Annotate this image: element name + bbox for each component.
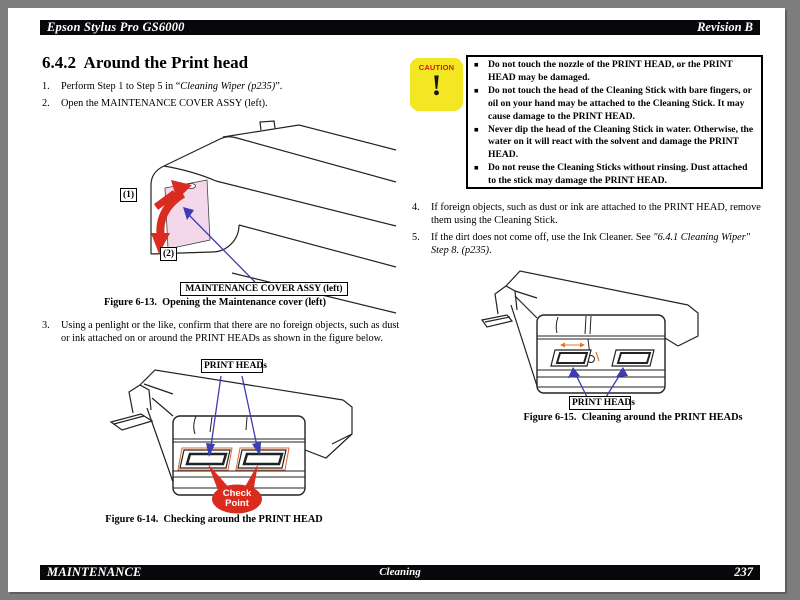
caution-item: ■ Do not touch the head of the Cleaning … xyxy=(474,84,755,122)
step-text: Perform Step 1 to Step 5 in “Cleaning Wi… xyxy=(61,81,283,92)
page-footer-bar: MAINTENANCE Cleaning 237 xyxy=(40,565,760,580)
footer-section: MAINTENANCE xyxy=(47,565,142,579)
step-number: 4. xyxy=(412,202,420,213)
caution-item: ■ Do not reuse the Cleaning Sticks witho… xyxy=(474,162,750,187)
step-number: 5. xyxy=(412,232,420,243)
fig14-caption: Figure 6-14. Checking around the PRINT H… xyxy=(105,514,323,525)
fig13-cover-callout: MAINTENANCE COVER ASSY (left) xyxy=(180,282,348,296)
step-3: 3. Using a penlight or the like, confirm… xyxy=(42,319,400,345)
fig13-label-1: (1) xyxy=(120,188,138,202)
callout-arrows-blue xyxy=(568,367,628,398)
cleaning-motion-marks xyxy=(560,342,600,362)
printer-outline xyxy=(109,369,353,483)
header-revision: Revision B xyxy=(697,20,753,34)
printer-outline xyxy=(150,120,397,314)
print-heads xyxy=(177,447,290,471)
step-text: If foreign objects, such as dust or ink … xyxy=(431,202,764,226)
square-bullet-icon: ■ xyxy=(474,163,479,173)
fig14-drawing xyxy=(109,369,353,514)
page-header-bar: Epson Stylus Pro GS6000 Revision B xyxy=(40,20,760,35)
magnified-panel xyxy=(536,314,666,394)
fig13-caption: Figure 6-13. Opening the Maintenance cov… xyxy=(103,297,327,308)
footer-page-number: 237 xyxy=(734,565,753,579)
footer-subsection: Cleaning xyxy=(379,566,421,578)
open-direction-red-arrows xyxy=(151,180,192,254)
fig14-printheads-callout: PRINT HEADs xyxy=(201,359,267,373)
square-bullet-icon: ■ xyxy=(474,124,479,134)
step-2: 2. Open the MAINTENANCE COVER ASSY (left… xyxy=(42,97,400,110)
fig13-label-2: (2) xyxy=(160,247,178,261)
caution-item: ■ Do not touch the nozzle of the PRINT H… xyxy=(474,59,736,83)
callout-arrow-blue xyxy=(183,207,256,283)
step-number: 3. xyxy=(42,320,50,331)
manual-page: Epson Stylus Pro GS6000 Revision B 6.4.2… xyxy=(8,8,785,592)
figure-6-15: PRINT HEADs xyxy=(470,258,775,410)
step-text: If the dirt does not come off, use the I… xyxy=(431,232,753,256)
caution-label: CAUTION xyxy=(418,63,455,72)
fig13-drawing xyxy=(150,120,397,314)
callout-arrows-blue xyxy=(206,375,261,457)
panel-detail-lines xyxy=(537,315,665,388)
printer-outline xyxy=(480,270,699,387)
step-number: 2. xyxy=(42,98,50,109)
section-title: 6.4.2 Around the Print head xyxy=(42,53,249,72)
check-point-text: Check Point xyxy=(222,488,252,509)
step-4: 4. If foreign objects, such as dust or i… xyxy=(412,201,770,227)
caution-box: ■ Do not touch the nozzle of the PRINT H… xyxy=(466,55,763,189)
figure-6-13: (1) (2) MAINTENANCE COVER ASSY (left) xyxy=(103,120,398,314)
caution-exclamation: ! xyxy=(431,69,442,102)
caution-item: ■ Never dip the head of the Cleaning Sti… xyxy=(474,123,756,161)
square-bullet-icon: ■ xyxy=(474,85,479,95)
print-heads xyxy=(550,349,655,367)
caution-icon: CAUTION ! xyxy=(410,58,463,111)
check-point-badge xyxy=(208,464,262,514)
step-1: 1. Perform Step 1 to Step 5 in “Cleaning… xyxy=(42,80,400,93)
step-text: Using a penlight or the like, confirm th… xyxy=(61,320,402,344)
fig15-printheads-callout: PRINT HEADs xyxy=(569,396,635,410)
fig15-caption: Figure 6-15. Cleaning around the PRINT H… xyxy=(523,412,743,423)
step-5: 5. If the dirt does not come off, use th… xyxy=(412,231,770,257)
square-bullet-icon: ■ xyxy=(474,60,479,69)
fig15-drawing xyxy=(480,270,699,398)
step-text: Open the MAINTENANCE COVER ASSY (left). xyxy=(61,98,268,109)
figure-6-14: PRINT HEADs Check Point xyxy=(100,350,405,515)
header-product-title: Epson Stylus Pro GS6000 xyxy=(47,20,185,34)
step-number: 1. xyxy=(42,81,50,92)
